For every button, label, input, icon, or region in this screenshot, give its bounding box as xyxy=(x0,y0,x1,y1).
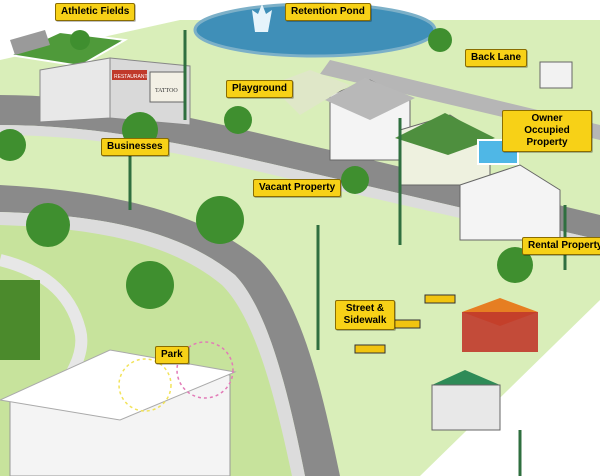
market-stall xyxy=(462,312,538,352)
label-park: Park xyxy=(155,346,189,364)
restaurant-sign: RESTAURANT xyxy=(114,74,148,80)
owner-house-roof xyxy=(395,113,495,155)
rental-house xyxy=(459,164,561,241)
sidewalk-curve xyxy=(0,212,305,476)
street-barricades xyxy=(354,294,456,354)
tree xyxy=(224,106,252,134)
label-owner-occupied-property: Owner Occupied Property xyxy=(502,110,592,152)
tree xyxy=(196,196,244,244)
tree xyxy=(26,203,70,247)
tattoo-sign xyxy=(149,71,186,103)
label-businesses: Businesses xyxy=(101,138,169,156)
fountain xyxy=(252,4,272,32)
flower-garden xyxy=(0,280,40,360)
tree xyxy=(0,129,26,161)
label-rental-property: Rental Property xyxy=(522,237,600,255)
event-tent-roof xyxy=(0,349,237,421)
restaurant-awning xyxy=(112,70,147,80)
label-back-lane: Back Lane xyxy=(465,49,528,67)
label-playground: Playground xyxy=(226,80,294,98)
tree xyxy=(70,30,90,50)
label-street-sidewalk: Street & Sidewalk xyxy=(335,300,395,330)
trees xyxy=(0,28,533,309)
tree xyxy=(341,166,369,194)
fireworks xyxy=(118,341,234,412)
garage xyxy=(539,61,573,89)
tree xyxy=(497,247,533,283)
label-athletic-fields: Athletic Fields xyxy=(55,3,136,21)
tattoo-sign-text: TATTOO xyxy=(155,88,178,94)
firework-yellow xyxy=(118,358,172,412)
vacant-house-roof xyxy=(325,78,415,120)
label-retention-pond: Retention Pond xyxy=(285,3,371,21)
tree xyxy=(126,261,174,309)
tree xyxy=(428,28,452,52)
bleachers xyxy=(10,30,50,55)
label-vacant-property: Vacant Property xyxy=(253,179,342,197)
kiosk xyxy=(431,384,501,431)
firework-pink xyxy=(176,341,234,399)
street-curve xyxy=(0,185,340,476)
